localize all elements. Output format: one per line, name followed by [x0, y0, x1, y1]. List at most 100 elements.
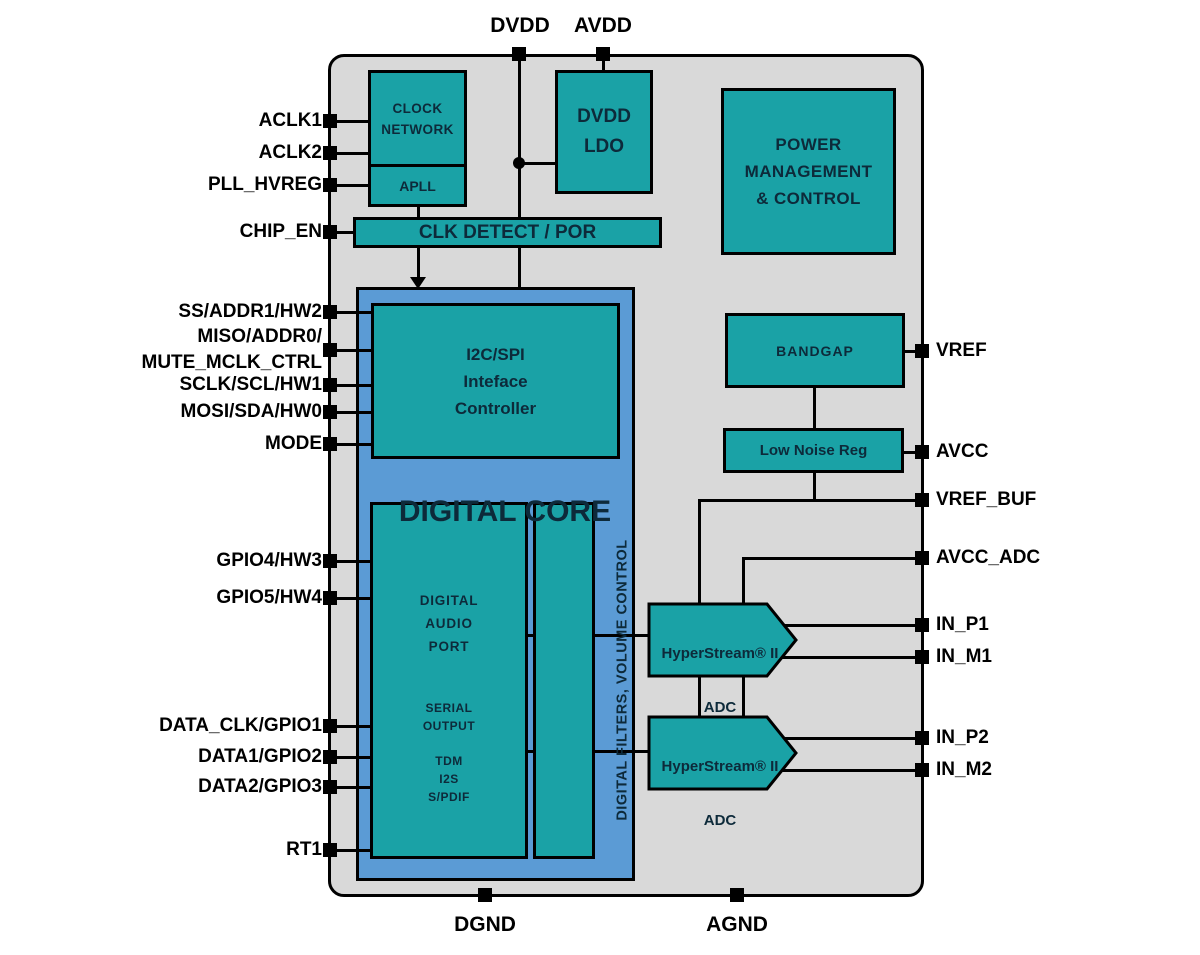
pin-label-in-m1: IN_M1: [936, 646, 992, 667]
block-clk-detect-por: CLK DETECT / POR: [353, 217, 662, 248]
wire-sclk: [337, 384, 376, 387]
pin-label-aclk2: ACLK2: [258, 142, 322, 163]
wire-in-m2: [755, 769, 920, 772]
bandgap-label: BANDGAP: [776, 342, 854, 359]
wire-avcc-adc: [742, 557, 920, 560]
wire-avccadc-adc1: [742, 557, 745, 606]
pin-square-dvdd: [512, 47, 526, 61]
wire-gpio4: [337, 560, 375, 563]
pin-square-ss: [323, 305, 337, 319]
wire-data1: [337, 756, 375, 759]
digital-filters-label: DIGITAL FILTERS, VOLUME CONTROL: [614, 539, 631, 821]
wire-mosi: [337, 411, 376, 414]
wire-rt1: [337, 849, 375, 852]
wire-dvdd-lower: [518, 246, 521, 290]
wire-gpio5: [337, 597, 375, 600]
wire-avdd: [602, 50, 605, 74]
block-bandgap: BANDGAP: [725, 313, 905, 388]
wire-aclk1: [337, 120, 373, 123]
pin-label-gpio5: GPIO5/HW4: [216, 587, 322, 608]
pin-square-pll-hvreg: [323, 178, 337, 192]
pin-square-miso: [323, 343, 337, 357]
pin-label-miso: MISO/ADDR0/ MUTE_MCLK_CTRL: [141, 326, 323, 373]
pin-square-avcc: [915, 445, 929, 459]
wire-dap-filt-2: [524, 750, 536, 753]
wire-ss: [337, 311, 376, 314]
apll-label: APLL: [399, 177, 436, 194]
wire-data2: [337, 786, 375, 789]
pin-label-in-m2: IN_M2: [936, 759, 992, 780]
pin-square-data2: [323, 780, 337, 794]
wire-in-p1: [755, 624, 920, 627]
pin-label-data-clk: DATA_CLK/GPIO1: [159, 715, 322, 736]
wire-filt-adc2: [592, 750, 652, 753]
wire-aclk2: [337, 152, 373, 155]
block-adc2: [647, 715, 798, 791]
pin-square-in-p1: [915, 618, 929, 632]
pin-label-dgnd: DGND: [454, 913, 516, 936]
wire-dap-filt-1: [524, 634, 536, 637]
pin-label-avdd: AVDD: [574, 14, 632, 37]
pin-square-aclk2: [323, 146, 337, 160]
pin-label-aclk1: ACLK1: [258, 110, 322, 131]
wire-vrefbuf-adc1: [698, 499, 701, 606]
pin-square-chip-en: [323, 225, 337, 239]
pin-square-mode: [323, 437, 337, 451]
block-digital-filters: [533, 502, 595, 859]
pin-square-avcc-adc: [915, 551, 929, 565]
pin-label-in-p1: IN_P1: [936, 614, 989, 635]
wire-bandgap-lnr: [813, 386, 816, 431]
pin-square-gpio5: [323, 591, 337, 605]
wire-in-m1: [755, 656, 920, 659]
digital-audio-port-title: DIGITAL AUDIO PORT: [419, 593, 479, 654]
pin-square-mosi: [323, 405, 337, 419]
block-digital-audio-port: [370, 502, 528, 859]
block-power-management: POWER MANAGEMENT & CONTROL: [721, 88, 896, 255]
dvdd-ldo-label: DVDD LDO: [577, 106, 631, 157]
wire-bandgap-vref: [901, 350, 920, 353]
junction-dot: [513, 157, 525, 169]
pin-label-agnd: AGND: [706, 913, 768, 936]
i2c-spi-label: I2C/SPI Inteface Controller: [454, 344, 537, 418]
pin-label-avcc-adc: AVCC_ADC: [936, 547, 1041, 568]
wire-adc1-adc2-b: [742, 674, 745, 720]
pin-label-avcc: AVCC: [936, 441, 989, 462]
clk-detect-por-label: CLK DETECT / POR: [418, 221, 597, 243]
pin-square-in-p2: [915, 731, 929, 745]
block-apll: APLL: [368, 164, 467, 207]
pin-label-dvdd: DVDD: [490, 14, 550, 37]
block-dvdd-ldo: DVDD LDO: [555, 70, 653, 194]
pin-label-mosi: MOSI/SDA/HW0: [180, 401, 322, 422]
pin-label-in-p2: IN_P2: [936, 727, 989, 748]
pin-label-rt1: RT1: [286, 839, 322, 860]
pin-square-data1: [323, 750, 337, 764]
wire-miso: [337, 349, 376, 352]
wire-dvdd-upper: [518, 50, 521, 220]
pin-label-data2: DATA2/GPIO3: [198, 776, 322, 797]
pin-square-sclk: [323, 378, 337, 392]
wire-lnr-avcc: [901, 451, 920, 454]
pin-label-vref-buf: VREF_BUF: [936, 489, 1037, 510]
wire-filt-adc1: [592, 634, 652, 637]
pin-square-vref: [915, 344, 929, 358]
adc1-label: HyperStream® II ADC: [661, 645, 779, 716]
pin-label-pll-hvreg: PLL_HVREG: [207, 174, 322, 195]
pin-square-vref-buf: [915, 493, 929, 507]
pin-square-gpio4: [323, 554, 337, 568]
low-noise-reg-label: Low Noise Reg: [759, 442, 868, 459]
wire-apll-to-por: [417, 204, 420, 220]
adc2-label: HyperStream® II ADC: [661, 758, 779, 829]
wire-vref-buf: [698, 499, 920, 502]
wire-in-p2: [755, 737, 920, 740]
wire-chip-en: [337, 231, 357, 234]
pin-square-data-clk: [323, 719, 337, 733]
arrowhead-icon: [410, 277, 426, 289]
wire-adc1-adc2-a: [698, 674, 701, 720]
block-low-noise-reg: Low Noise Reg: [723, 428, 904, 473]
block-clock-network: CLOCK NETWORK: [368, 70, 467, 167]
digital-audio-port-formats: TDM I2S S/PDIF: [428, 754, 470, 804]
pin-label-data1: DATA1/GPIO2: [198, 746, 322, 767]
pin-square-in-m2: [915, 763, 929, 777]
block-i2c-spi: I2C/SPI Inteface Controller: [371, 303, 620, 459]
